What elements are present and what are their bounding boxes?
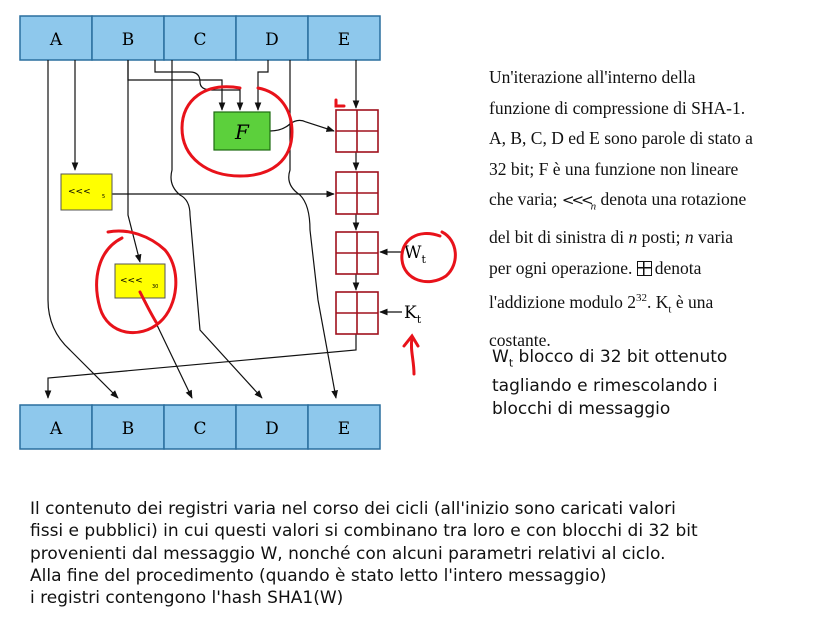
line-d-to-f: [254, 60, 269, 111]
line-a-to-b-bottom: [47, 60, 119, 399]
caption-line-4: 32 bit; F è una funzione non lineare: [489, 158, 739, 179]
caption-line-1: Un'iterazione all'interno della: [489, 67, 696, 87]
wt-note-line-2: tagliando e rimescolando i: [492, 375, 718, 396]
register-c-top: [163, 15, 237, 61]
main-note-line-5: i registri contengono l'hash SHA1(W): [30, 588, 344, 609]
adder-1: [335, 109, 379, 153]
line-d-to-e-bottom: [288, 60, 338, 399]
register-b-top-label: B: [122, 30, 135, 50]
register-d-bottom: [235, 404, 309, 450]
adder-chain-tick: [334, 98, 346, 108]
line-c-to-d-bottom: [170, 60, 263, 399]
rotate-box-5: <<< 5: [60, 173, 113, 211]
hand-annotations: [95, 85, 457, 376]
caption-line-7: per ogni operazione. denota: [489, 257, 702, 278]
rotate-box-5-symbol: <<<: [68, 187, 91, 197]
f-function-box: F: [213, 111, 271, 151]
adder-2: [335, 171, 379, 215]
kt-label: Kt: [404, 303, 422, 326]
rotate-box-30-amount: 30: [152, 284, 158, 290]
rot30-tail: [138, 290, 158, 324]
addition-symbol-icon: [636, 260, 652, 276]
register-c-bottom-label: C: [193, 419, 206, 439]
top-register-row: A B C D E: [19, 15, 381, 61]
register-d-bottom-label: D: [265, 419, 279, 439]
arrow-near-kt: [409, 336, 416, 376]
register-e-top-label: E: [338, 30, 350, 50]
caption-line-3: A, B, C, D ed E sono parole di stato a: [489, 128, 753, 148]
register-a-bottom-label: A: [49, 419, 63, 439]
f-function-label: F: [234, 120, 250, 144]
register-a-bottom: [19, 404, 93, 450]
wt-note-line-3: blocchi di messaggio: [492, 399, 671, 420]
register-a-top-label: A: [49, 30, 63, 50]
main-note: Il contenuto dei registri varia nel cors…: [30, 498, 820, 609]
caption-line-5: che varia; <<<n denota una rotazione: [489, 189, 747, 213]
rotate-box-30-symbol: <<<: [120, 276, 143, 286]
line-c-to-f: [154, 60, 244, 111]
wt-note: Wt blocco di 32 bit ottenuto tagliando e…: [492, 346, 822, 422]
register-e-bottom: [307, 404, 381, 450]
arrow-near-kt-head: [402, 333, 420, 348]
adder-4: [335, 291, 379, 335]
register-e-top: [307, 15, 381, 61]
caption-line-6: del bit di sinistra di n posti; n varia: [489, 227, 734, 247]
caption-line-9: costante.: [489, 329, 551, 350]
wt-note-line-1: Wt blocco di 32 bit ottenuto: [492, 347, 728, 370]
diagram-caption: Un'iterazione all'interno della funzione…: [489, 62, 824, 355]
main-note-line-1: Il contenuto dei registri varia nel cors…: [30, 499, 676, 519]
line-b-to-f: [127, 60, 226, 111]
wt-label: Wt: [404, 243, 426, 266]
sha1-round-diagram: A B C D E A B C D E: [19, 15, 457, 450]
circle-around-rot30: [95, 229, 178, 335]
register-b-bottom-label: B: [122, 419, 135, 439]
register-c-bottom: [163, 404, 237, 450]
register-d-top-label: D: [265, 30, 279, 50]
circle-around-wt: [400, 230, 457, 284]
line-b-to-rot30: [127, 60, 142, 263]
rotate-box-5-amount: 5: [102, 194, 105, 200]
adder-3: [335, 231, 379, 275]
bottom-register-row: A B C D E: [19, 404, 381, 450]
main-note-line-4: Alla fine del procedimento (quando è sta…: [30, 565, 607, 586]
rotation-symbol: <<<: [561, 191, 594, 209]
main-note-line-3: provenienti dal messaggio W, nonché con …: [30, 543, 666, 564]
line-adder4-to-a-bottom: [44, 334, 357, 399]
main-note-line-2: fissi e pubblici) in cui questi valori s…: [30, 521, 698, 542]
register-c-top-label: C: [193, 30, 206, 50]
circle-around-f: [180, 85, 294, 178]
flow-lines: [44, 60, 402, 399]
register-b-top: [91, 15, 165, 61]
line-f-to-adder1: [269, 119, 335, 132]
caption-line-8: l'addizione modulo 232. Kt è una: [489, 291, 714, 316]
caption-line-2: funzione di compressione di SHA-1.: [489, 97, 746, 118]
register-b-bottom: [91, 404, 165, 450]
register-a-top: [19, 15, 93, 61]
register-e-bottom-label: E: [338, 419, 350, 439]
